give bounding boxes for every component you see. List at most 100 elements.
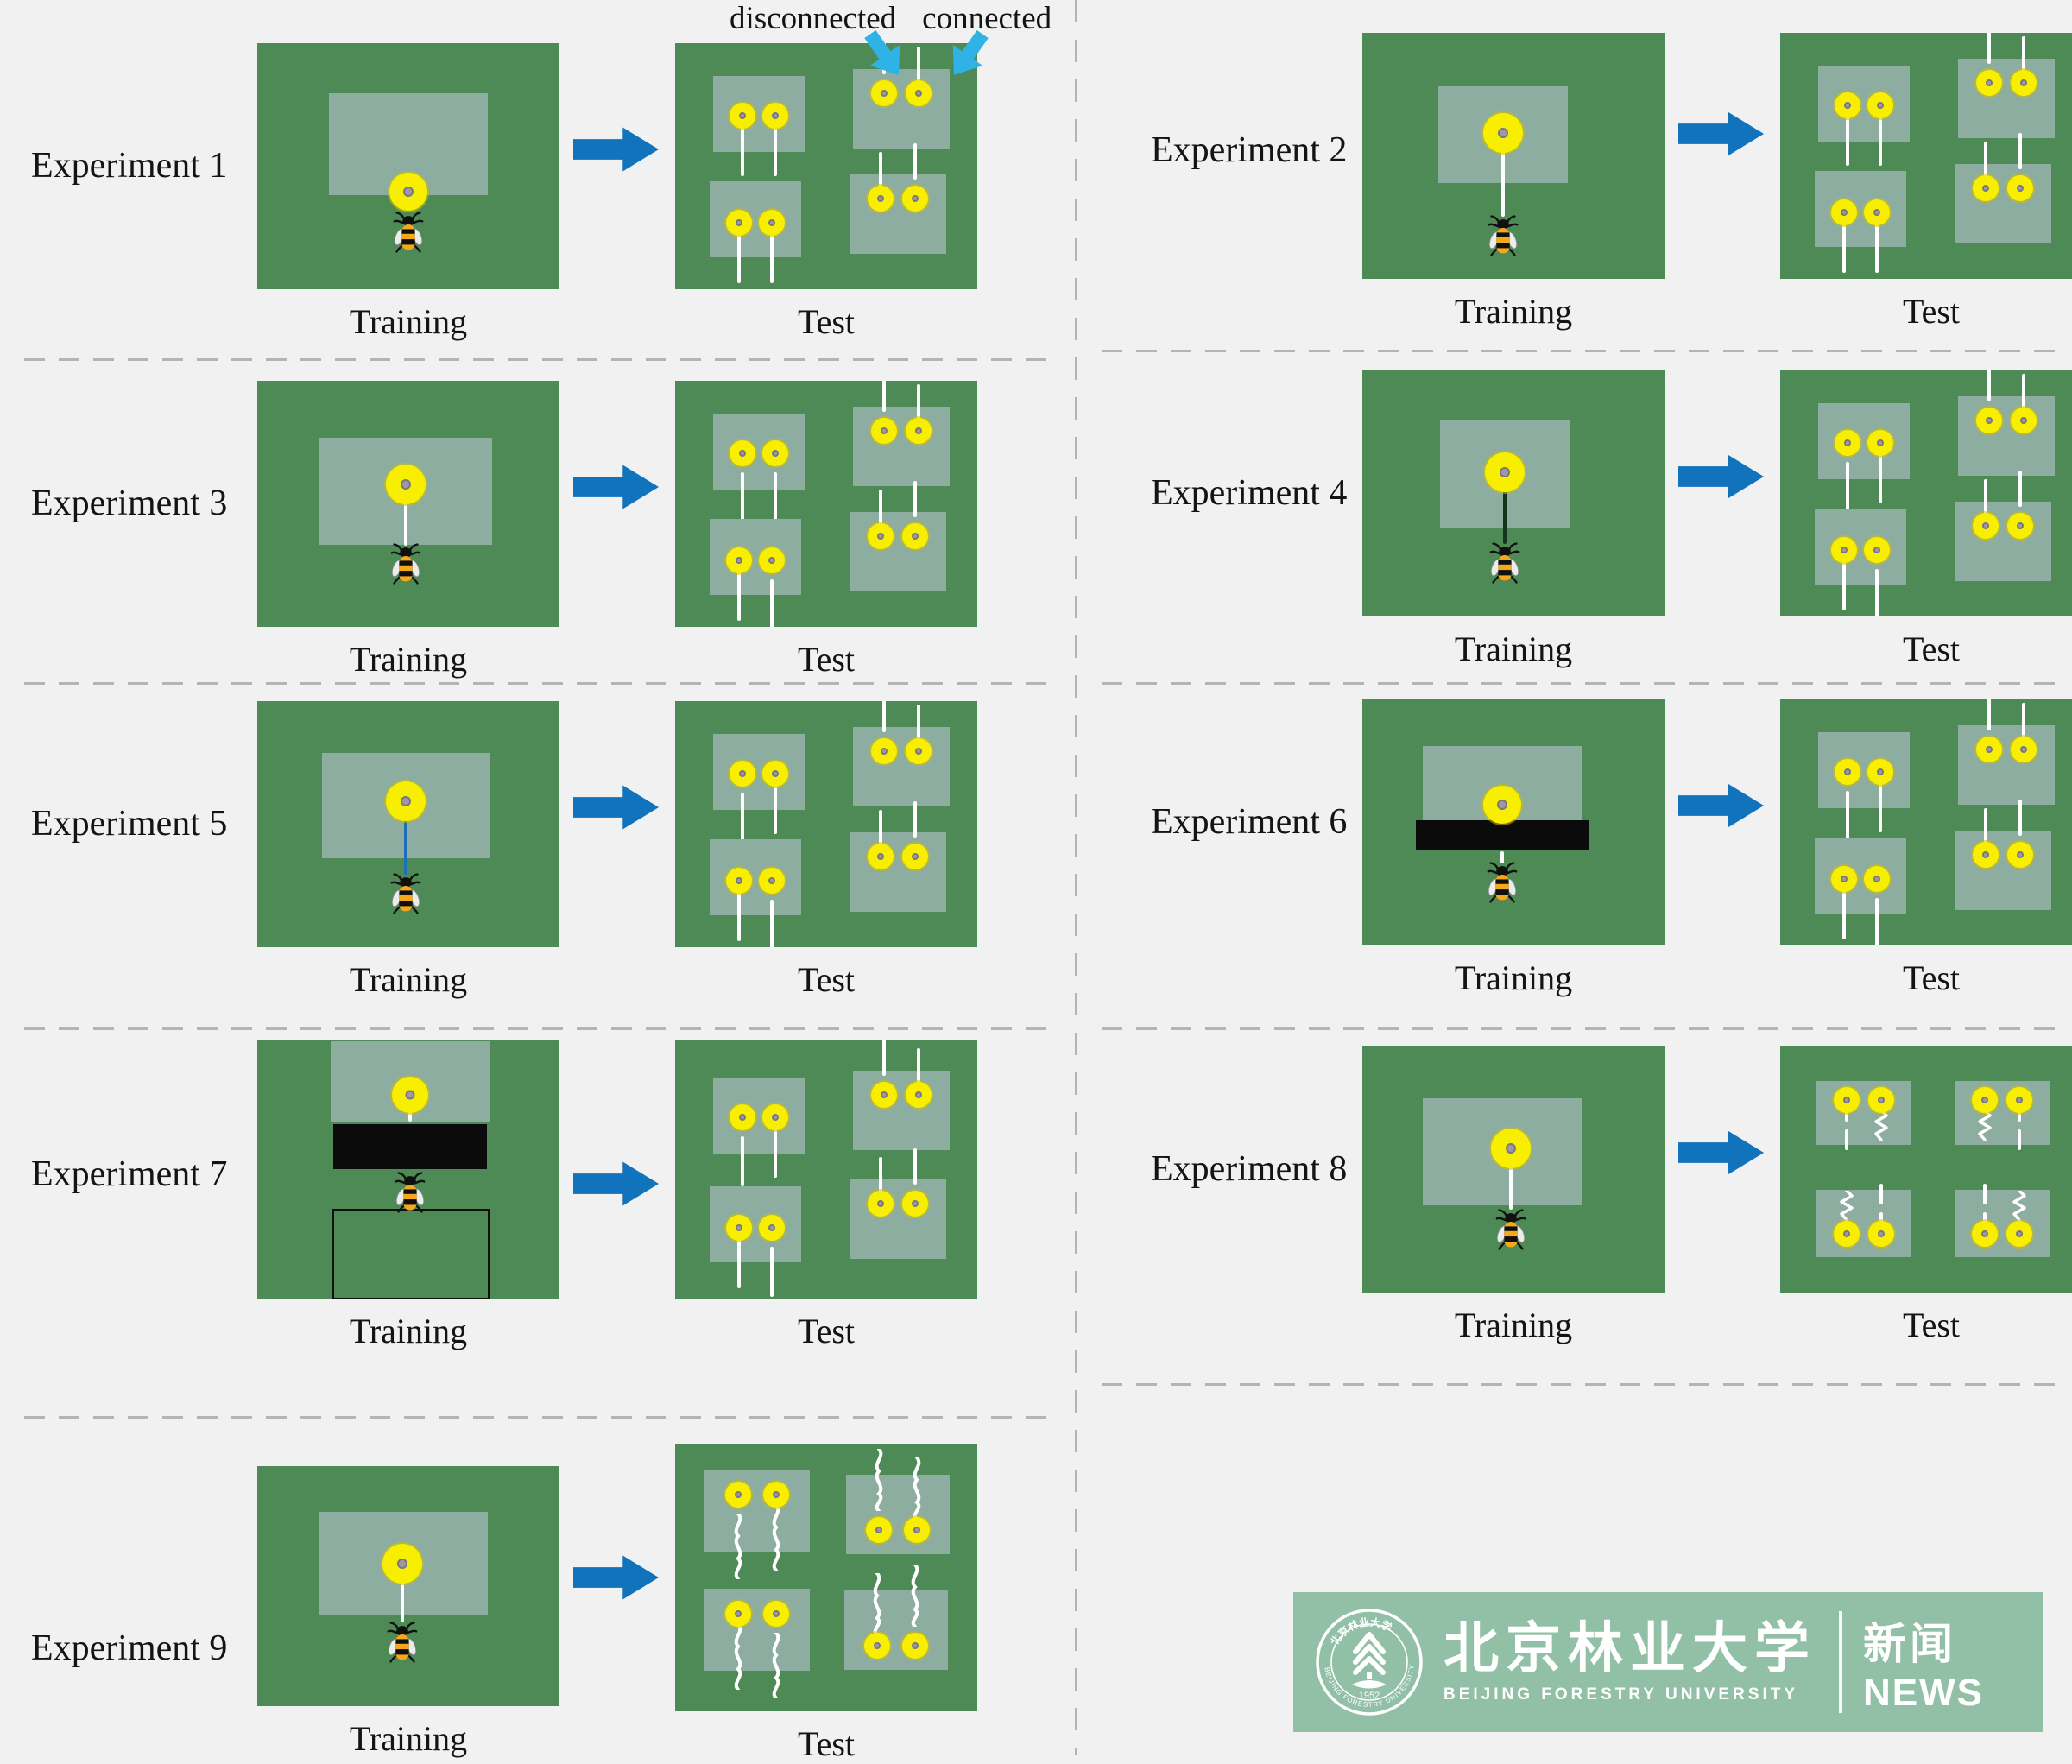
flower-patch	[853, 407, 950, 486]
test-panel	[675, 43, 977, 289]
flower-center	[1498, 128, 1508, 138]
flower-center	[1877, 1230, 1885, 1237]
flower-center	[768, 557, 776, 565]
news-label-cn: 新闻	[1863, 1620, 1956, 1668]
flower-center	[1877, 1097, 1885, 1104]
flower-center	[738, 769, 746, 777]
flower	[1867, 1220, 1894, 1247]
test-figure: Test	[675, 43, 977, 342]
arrow-right-icon	[573, 1555, 660, 1600]
flower-center	[738, 111, 746, 119]
stem	[882, 381, 886, 412]
bee-icon	[390, 872, 421, 915]
stem	[768, 1630, 784, 1700]
flower	[906, 1081, 932, 1108]
flower-patch	[1955, 831, 2051, 910]
flower-center	[874, 1642, 881, 1650]
stem	[404, 503, 407, 546]
logo-divider	[1839, 1611, 1842, 1713]
training-panel	[257, 381, 559, 627]
flower-center	[1877, 439, 1885, 446]
flower-center	[915, 1091, 923, 1098]
stem	[737, 233, 741, 284]
flower-center	[1506, 1143, 1516, 1154]
test-figure: Test	[675, 1040, 977, 1351]
flower	[867, 185, 894, 212]
training-panel	[1362, 699, 1665, 945]
flower	[392, 1077, 428, 1113]
test-caption: Test	[1902, 958, 1961, 997]
outline-box	[332, 1209, 490, 1299]
stem	[401, 1582, 404, 1622]
flower-center	[913, 1527, 920, 1534]
flower	[1834, 429, 1860, 456]
flower-patch	[1818, 66, 1910, 142]
test-figure: Test	[675, 1444, 977, 1764]
flower-patch	[1815, 171, 1906, 247]
news-label-en: NEWS	[1863, 1672, 1984, 1714]
flower-center	[2020, 79, 2028, 86]
stem	[770, 579, 774, 627]
stem	[1879, 1183, 1883, 1204]
flower	[1867, 758, 1894, 785]
bee-icon	[395, 1171, 426, 1214]
flower	[902, 1190, 929, 1217]
flower-patch	[1816, 1190, 1911, 1257]
flower	[1485, 452, 1525, 492]
test-panel	[1780, 33, 2072, 279]
stem	[913, 800, 917, 838]
stem	[774, 471, 777, 522]
flower-center	[401, 479, 411, 490]
university-name-cn: 北京林业大学	[1443, 1618, 1816, 1680]
flower-center	[768, 877, 776, 885]
stem	[1984, 807, 1987, 844]
flower-patch	[1955, 1190, 2050, 1257]
flower-center	[1840, 876, 1848, 883]
flower-center	[1840, 547, 1848, 554]
stem	[730, 1622, 746, 1691]
flower-patch	[1815, 838, 1906, 914]
test-panel	[675, 701, 977, 947]
test-caption: Test	[1902, 292, 1961, 331]
flower-center	[772, 1490, 780, 1498]
flower-patch	[850, 512, 946, 591]
experiment-5-row: Experiment 5 Training Test	[0, 682, 1075, 1027]
stem	[1842, 223, 1846, 274]
stem	[1500, 851, 1504, 863]
flower	[867, 843, 894, 869]
flower	[725, 868, 752, 895]
flower-center	[1840, 209, 1848, 217]
stem	[1874, 1109, 1888, 1143]
flower	[2011, 69, 2037, 96]
test-panel	[1780, 1046, 2072, 1293]
test-panel	[675, 1040, 977, 1299]
flower-center	[880, 1091, 888, 1098]
flower-patch	[1958, 725, 2055, 805]
training-caption: Training	[1454, 292, 1573, 331]
flower	[762, 1481, 789, 1508]
flower	[2006, 1087, 2032, 1114]
flower	[1867, 429, 1894, 456]
stem	[1503, 490, 1507, 544]
test-figure: Test	[1780, 1046, 2072, 1345]
news-block: 新闻 NEWS	[1863, 1609, 1984, 1715]
experiment-label: Experiment 1	[31, 146, 228, 186]
flower	[870, 79, 897, 106]
flower-center	[912, 532, 919, 540]
flower	[1975, 736, 2002, 762]
stem	[1984, 478, 1987, 515]
training-panel	[257, 1466, 559, 1706]
flower-center	[1981, 1097, 1989, 1104]
flower	[1972, 1220, 1999, 1247]
flower-center	[1843, 1230, 1851, 1237]
flower-patch	[850, 1179, 946, 1259]
training-caption: Training	[349, 640, 468, 679]
stem	[741, 1135, 744, 1186]
flower-center	[735, 1224, 742, 1232]
training-caption: Training	[349, 1719, 468, 1758]
stem	[741, 471, 744, 522]
flower-center	[401, 796, 411, 806]
flower-patch	[704, 1470, 810, 1552]
stem	[770, 1247, 774, 1298]
